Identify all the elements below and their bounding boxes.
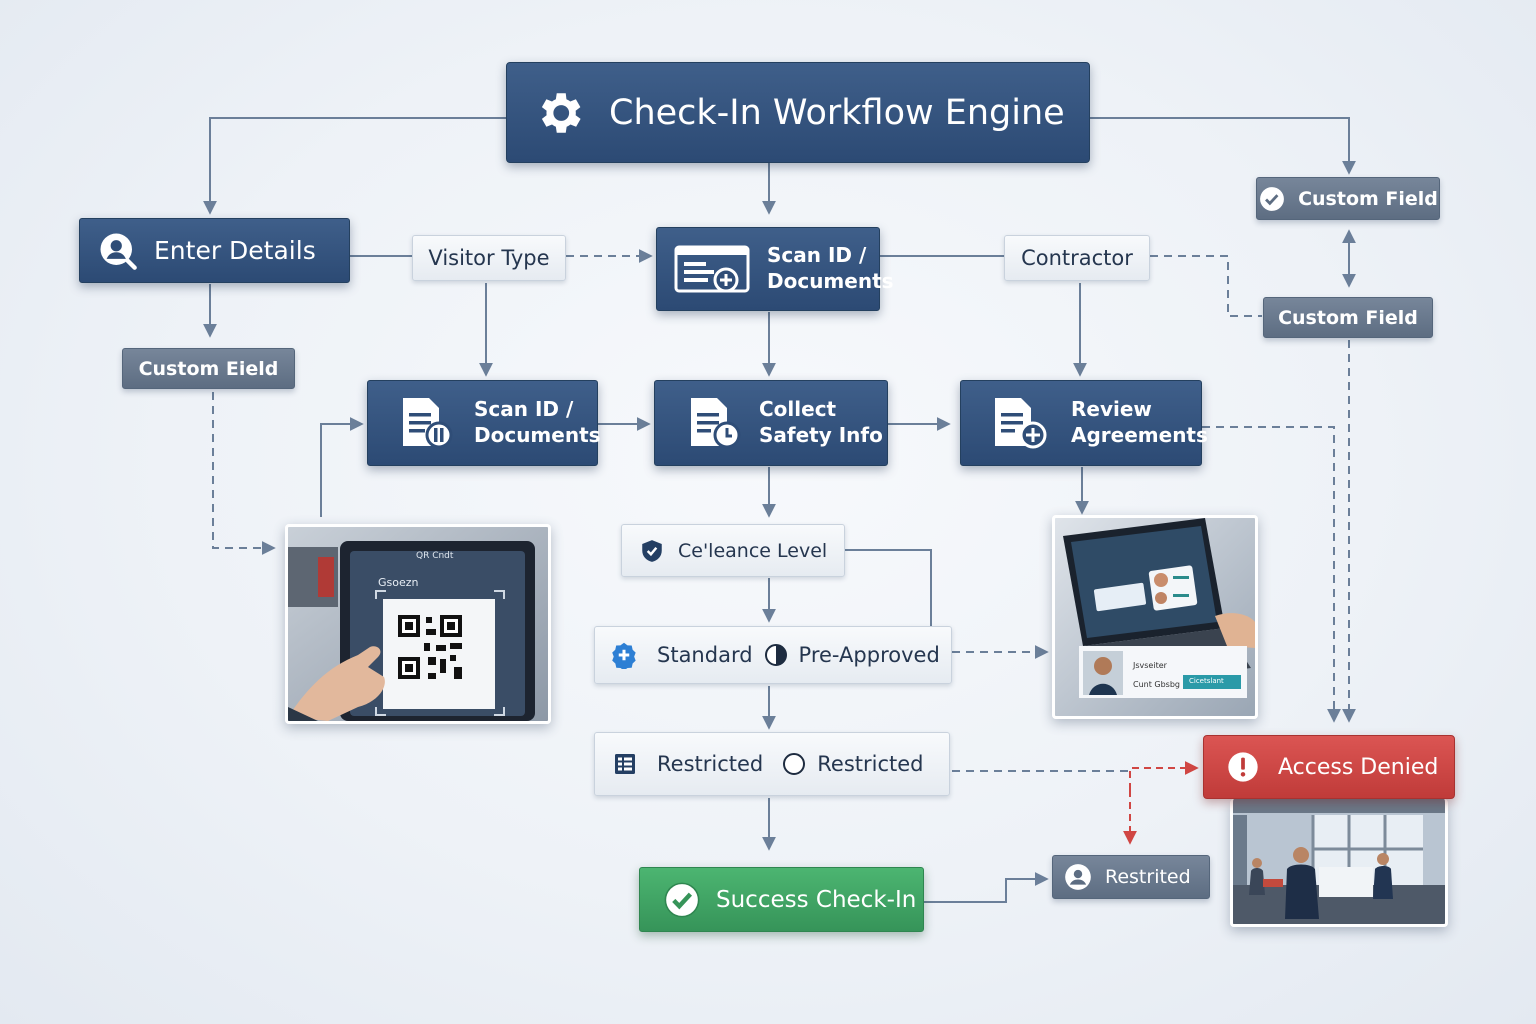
- standard-preapproved-node[interactable]: Standard Pre-Approved: [594, 626, 952, 684]
- laptop-badge-photo: Jsvseiter Cunt Gbsbg Cicetslant: [1052, 515, 1258, 719]
- connector-clearance-right: [845, 549, 932, 626]
- workflow-engine-header: Check-In Workflow Engine: [506, 62, 1090, 163]
- connector-customfield-left-photo: [212, 392, 276, 555]
- custom-field-right-bottom-node[interactable]: Custom Field: [1263, 297, 1433, 338]
- scan-id-mid-text: Scan ID / Documents: [474, 397, 601, 448]
- restricted-option-2-label[interactable]: Restricted: [817, 752, 924, 776]
- user-icon: [1063, 862, 1093, 892]
- standard-option-label[interactable]: Standard: [657, 643, 753, 667]
- qr-screen-title: QR Cndt: [416, 551, 454, 561]
- clearance-level-node[interactable]: Ce'leance Level: [621, 524, 845, 577]
- qr-tablet-illustration: [288, 527, 548, 721]
- check-circle-icon: [1258, 185, 1286, 213]
- clearance-level-label: Ce'leance Level: [678, 539, 828, 562]
- review-agreements-node[interactable]: Review Agreements: [960, 380, 1208, 466]
- connector-engine-enter-details: [203, 117, 506, 215]
- enter-details-node[interactable]: Enter Details: [79, 218, 350, 283]
- custom-field-right-bottom-label: Custom Field: [1278, 306, 1418, 329]
- scan-id-top-line2: Documents: [767, 269, 894, 293]
- visitor-type-node[interactable]: Visitor Type: [412, 235, 566, 281]
- contractor-label: Contractor: [1021, 246, 1133, 270]
- custom-field-right-top-node[interactable]: Custom Field: [1256, 177, 1440, 220]
- workflow-engine-title: Check-In Workflow Engine: [609, 92, 1065, 133]
- contractor-node[interactable]: Contractor: [1004, 235, 1150, 281]
- scan-id-mid-line1: Scan ID /: [474, 397, 574, 422]
- id-card-icon: [673, 243, 753, 295]
- scan-id-documents-mid-node[interactable]: Scan ID / Documents: [367, 380, 601, 466]
- access-denied-label: Access Denied: [1278, 754, 1439, 780]
- custom-field-left-label: Custom Eield: [138, 357, 279, 380]
- collect-safety-text: Collect Safety Info: [759, 397, 883, 448]
- custom-field-right-top-label: Custom Field: [1298, 187, 1438, 210]
- document-icon: [398, 395, 454, 451]
- badge-card-line1: Jsvseiter: [1133, 661, 1167, 670]
- collect-safety-line2: Safety Info: [759, 423, 883, 447]
- badge-card-button: Cicetslant: [1189, 677, 1224, 685]
- scan-id-mid-line2: Documents: [474, 423, 601, 447]
- check-circle-icon: [662, 880, 702, 920]
- shield-icon: [638, 537, 666, 565]
- success-checkin-label: Success Check-In: [716, 886, 917, 913]
- custom-field-left-node[interactable]: Custom Eield: [122, 348, 295, 389]
- badge-card-line2: Cunt Gbsbg: [1133, 680, 1181, 689]
- document-clock-icon: [687, 395, 741, 451]
- connector-denied-arrow: [1129, 761, 1199, 790]
- user-search-icon: [96, 229, 140, 273]
- grid-list-icon: [611, 750, 639, 778]
- access-denied-node[interactable]: Access Denied: [1203, 735, 1455, 799]
- gear-icon: [531, 85, 587, 141]
- visitor-type-label: Visitor Type: [428, 246, 550, 270]
- scan-id-top-text: Scan ID / Documents: [767, 243, 894, 294]
- security-desk-illustration: [1233, 799, 1445, 924]
- restricted-small-node[interactable]: Restrited: [1052, 855, 1210, 899]
- alert-icon: [1226, 750, 1260, 784]
- collect-safety-line1: Collect: [759, 397, 837, 422]
- scan-id-documents-top-node[interactable]: Scan ID / Documents: [656, 227, 894, 311]
- radio-empty-icon[interactable]: [781, 751, 807, 777]
- connector-engine-custom-field: [1090, 117, 1356, 175]
- review-agreements-text: Review Agreements: [1071, 397, 1208, 448]
- enter-details-label: Enter Details: [154, 236, 316, 265]
- radio-half-icon[interactable]: [763, 642, 789, 668]
- connector-review-denied: [1202, 426, 1341, 723]
- preapproved-option-label[interactable]: Pre-Approved: [798, 643, 940, 667]
- plus-badge-icon[interactable]: [609, 640, 639, 670]
- connector-contractor-customfield: [1150, 255, 1262, 317]
- document-add-icon: [991, 395, 1047, 451]
- restricted-options-node[interactable]: Restricted Restricted: [594, 732, 950, 796]
- qr-tablet-photo: QR Cndt Gsoezn: [285, 524, 551, 724]
- restricted-option-1-label[interactable]: Restricted: [657, 752, 764, 776]
- security-desk-photo: [1230, 799, 1448, 927]
- collect-safety-info-node[interactable]: Collect Safety Info: [654, 380, 888, 466]
- connector-success-restricted-small: [924, 872, 1049, 903]
- laptop-badge-illustration: [1055, 518, 1255, 716]
- review-agreements-line1: Review: [1071, 397, 1152, 422]
- review-agreements-line2: Agreements: [1071, 423, 1208, 447]
- qr-screen-text: Gsoezn: [378, 576, 419, 589]
- restricted-small-label: Restrited: [1105, 866, 1191, 888]
- scan-id-top-line1: Scan ID /: [767, 243, 867, 268]
- connector-photo-scanmid: [320, 417, 364, 517]
- success-checkin-node[interactable]: Success Check-In: [639, 867, 924, 932]
